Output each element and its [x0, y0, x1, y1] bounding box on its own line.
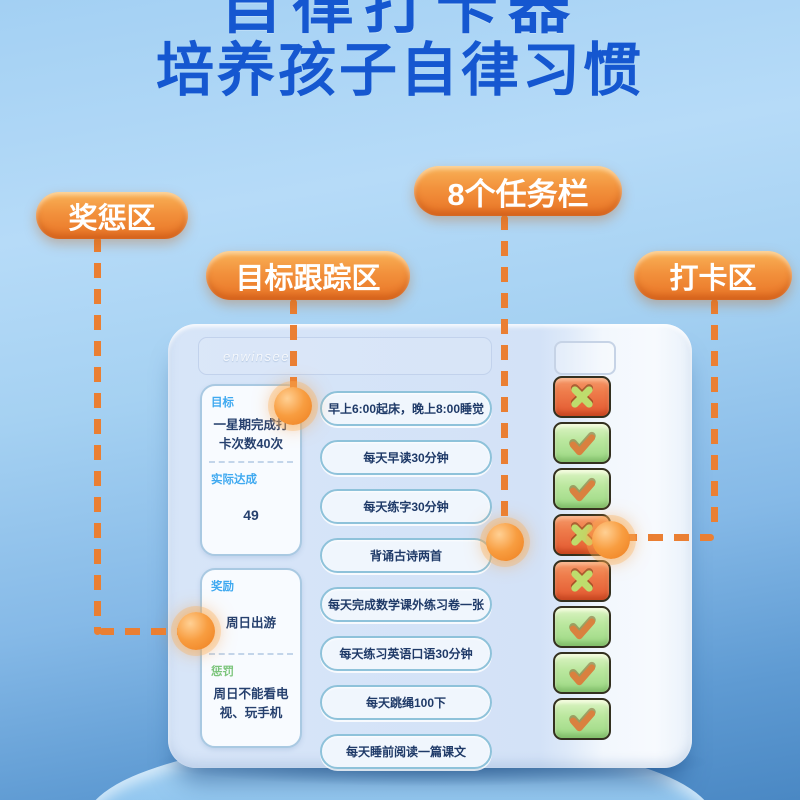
task-pill: 每天早读30分钟	[320, 440, 492, 475]
check-button-8	[553, 698, 611, 740]
check-button-1	[553, 376, 611, 418]
check-button-5	[553, 560, 611, 602]
punish-text: 周日不能看电视、玩手机	[213, 686, 289, 720]
x-icon	[570, 568, 594, 592]
connector-line-reward-punish-h	[99, 628, 181, 635]
task-list: 早上6:00起床，晚上8:00睡觉 每天早读30分钟 每天练字30分钟 背诵古诗…	[320, 391, 492, 783]
reward-card-divider	[209, 652, 293, 655]
task-pill: 背诵古诗两首	[320, 538, 492, 573]
connector-dot-check-in	[592, 521, 630, 559]
punish-label: 惩罚	[211, 665, 234, 678]
callout-check-in-zone: 打卡区	[634, 251, 792, 300]
brand-label: enwinsee	[223, 348, 290, 364]
callout-task-bars-zone: 8个任务栏	[414, 166, 622, 216]
connector-line-reward-punish-v	[94, 237, 101, 635]
callout-reward-punish-zone: 奖惩区	[36, 192, 188, 239]
check-button-7	[553, 652, 611, 694]
brand-strip: enwinsee	[198, 337, 492, 375]
check-track-opening	[554, 341, 616, 375]
connector-line-check-in-h	[622, 534, 714, 541]
connector-line-check-in-v	[711, 299, 718, 531]
check-icon	[569, 661, 596, 686]
reward-punish-card: 奖励 周日出游 惩罚 周日不能看电视、玩手机	[200, 568, 302, 748]
x-icon	[570, 522, 594, 546]
title-line-1: 自律打卡器	[219, 0, 580, 41]
task-pill: 早上6:00起床，晚上8:00睡觉	[320, 391, 492, 426]
check-icon	[569, 707, 596, 732]
connector-dot-goal-tracking	[274, 387, 312, 425]
goal-text: 一星期完成打卡次数40次	[213, 418, 289, 451]
actual-label: 实际达成	[211, 473, 257, 486]
connector-dot-task-bars	[486, 523, 524, 561]
connector-line-goal-tracking	[290, 299, 297, 393]
goal-card: 目标 一星期完成打卡次数40次 实际达成 49	[200, 384, 302, 556]
check-icon	[569, 431, 596, 456]
check-button-6	[553, 606, 611, 648]
page-title: 自律打卡器 培养孩子自律习惯	[0, 0, 800, 100]
check-column	[553, 376, 611, 744]
actual-value: 49	[243, 506, 259, 523]
task-pill: 每天完成数学课外练习卷一张	[320, 587, 492, 622]
reward-label: 奖励	[211, 581, 234, 593]
goal-label: 目标	[211, 397, 234, 409]
check-icon	[569, 477, 596, 502]
callout-goal-tracking-zone: 目标跟踪区	[206, 251, 410, 300]
connector-line-task-bars	[501, 215, 508, 530]
task-pill: 每天练习英语口语30分钟	[320, 636, 492, 671]
task-pill: 每天跳绳100下	[320, 685, 492, 720]
reward-text: 周日出游	[225, 616, 276, 630]
title-line-2: 培养孩子自律习惯	[155, 38, 644, 103]
connector-dot-reward-punish	[177, 612, 215, 650]
task-pill: 每天睡前阅读一篇课文	[320, 734, 492, 769]
goal-card-divider	[209, 460, 293, 463]
check-icon	[569, 615, 596, 640]
check-button-2	[553, 422, 611, 464]
task-pill: 每天练字30分钟	[320, 489, 492, 524]
x-icon	[570, 384, 594, 408]
check-button-3	[553, 468, 611, 510]
